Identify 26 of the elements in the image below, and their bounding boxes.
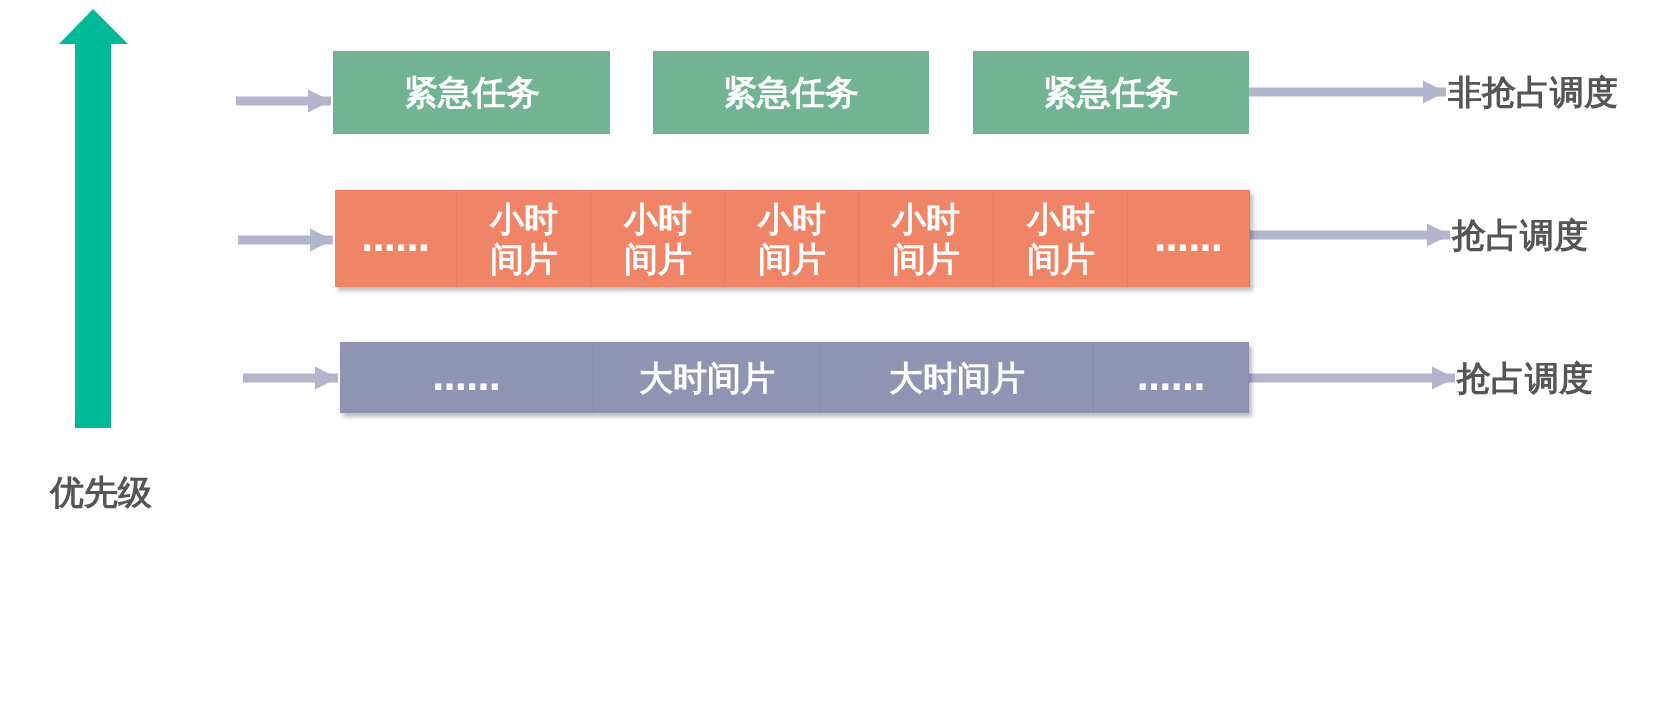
time-slice-cell: 小时间片 bbox=[725, 190, 859, 287]
axis-label: 优先级 bbox=[50, 472, 152, 512]
arrow bbox=[1249, 366, 1455, 390]
arrow bbox=[1250, 223, 1450, 247]
scheduling-label: 抢占调度 bbox=[1457, 358, 1593, 398]
task-box: 紧急任务 bbox=[333, 51, 610, 134]
task-box: 紧急任务 bbox=[973, 51, 1249, 134]
time-slice-cell: …… bbox=[340, 342, 594, 413]
time-slice-cell: …… bbox=[1094, 342, 1249, 413]
arrow bbox=[1249, 80, 1446, 104]
time-slice-cell: 小时间片 bbox=[859, 190, 994, 287]
time-slice-bar bbox=[340, 342, 1249, 413]
arrow bbox=[243, 366, 338, 390]
time-slice-cell: 大时间片 bbox=[594, 342, 821, 413]
task-box: 紧急任务 bbox=[653, 51, 929, 134]
time-slice-cell: 小时间片 bbox=[457, 190, 591, 287]
time-slice-cell: 小时间片 bbox=[994, 190, 1128, 287]
scheduling-label: 非抢占调度 bbox=[1448, 72, 1618, 112]
arrow bbox=[238, 228, 333, 252]
time-slice-cell: 大时间片 bbox=[821, 342, 1094, 413]
time-slice-cell: 小时间片 bbox=[591, 190, 725, 287]
time-slice-bar bbox=[335, 190, 1250, 287]
time-slice-cell: …… bbox=[335, 190, 457, 287]
scheduling-label: 抢占调度 bbox=[1452, 215, 1588, 255]
arrow bbox=[236, 89, 331, 113]
time-slice-cell: …… bbox=[1128, 190, 1250, 287]
